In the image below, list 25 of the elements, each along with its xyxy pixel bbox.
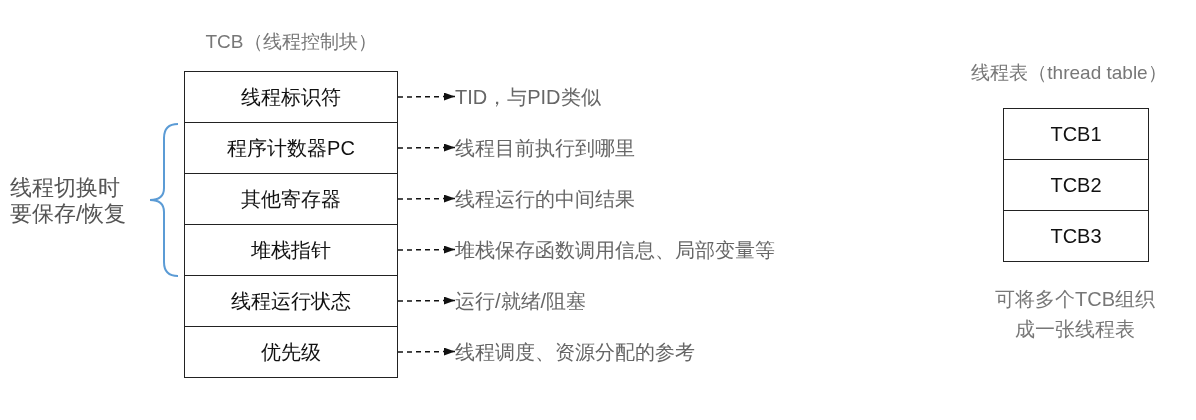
table-cell: 线程运行状态 <box>184 275 398 327</box>
table-cell: 线程标识符 <box>184 71 398 123</box>
table-cell: 优先级 <box>184 326 398 378</box>
annotation-text: 线程切换时要保存/恢复 <box>10 175 128 227</box>
table-cell: 堆栈指针 <box>184 224 398 276</box>
table-cell: 其他寄存器 <box>184 173 398 225</box>
dashed-arrow <box>397 92 456 101</box>
table-cell: TCB2 <box>1003 159 1149 211</box>
description-text: 堆栈保存函数调用信息、局部变量等 <box>455 236 775 263</box>
table-cell: TCB1 <box>1003 108 1149 160</box>
dashed-arrow <box>397 143 456 152</box>
description-text: TID，与PID类似 <box>455 83 601 110</box>
table-cell: TCB3 <box>1003 210 1149 262</box>
dashed-arrow <box>397 296 456 305</box>
description-text: 线程运行的中间结果 <box>455 185 635 212</box>
table-title: TCB（线程控制块） <box>205 30 377 54</box>
dashed-arrow <box>397 194 456 203</box>
table-cell: 程序计数器PC <box>184 122 398 174</box>
note-text: 可将多个TCB组织成一张线程表 <box>994 287 1156 342</box>
description-text: 线程调度、资源分配的参考 <box>455 338 695 365</box>
table-title: 线程表（thread table） <box>971 61 1167 85</box>
dashed-arrow <box>397 347 456 356</box>
description-text: 线程目前执行到哪里 <box>455 134 635 161</box>
dashed-arrow <box>397 245 456 254</box>
description-text: 运行/就绪/阻塞 <box>455 287 587 314</box>
